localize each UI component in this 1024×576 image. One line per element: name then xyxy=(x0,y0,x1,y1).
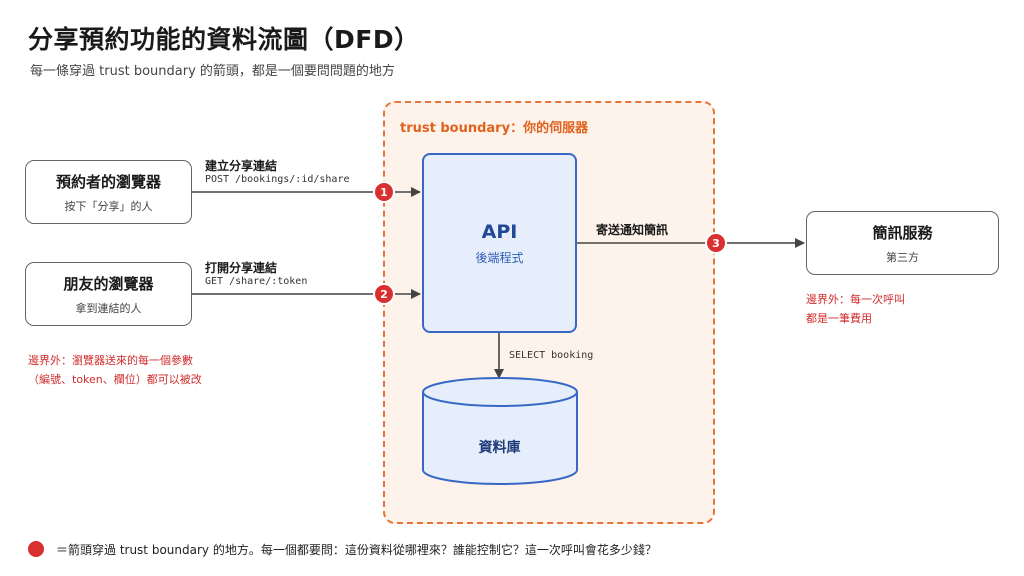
flow-open-link-endpoint: GET /share/:token xyxy=(205,276,308,287)
database-label: 資料庫 xyxy=(478,440,521,456)
sms-service-subtitle: 第三方 xyxy=(886,250,919,264)
diagram-title: 分享預約功能的資料流圖（DFD） xyxy=(28,25,420,54)
api-subtitle: 後端程式 xyxy=(475,250,524,265)
browser-risk-note-line-1: 邊界外：瀏覽器送來的每一個參數 xyxy=(28,354,193,367)
sms-cost-note-line-1: 邊界外：每一次呼叫 xyxy=(806,293,905,306)
boundary-crossing-badge-3: 3 xyxy=(705,232,727,254)
boundary-crossing-badge-2: 2 xyxy=(373,283,395,305)
database-cylinder xyxy=(422,377,578,485)
boundary-crossing-badge-1: 1 xyxy=(373,181,395,203)
flow-db-query-label: SELECT booking xyxy=(509,350,594,361)
friend-browser-title: 朋友的瀏覽器 xyxy=(63,274,154,293)
sms-cost-note-line-2: 都是一筆費用 xyxy=(806,312,872,325)
flow-create-link-endpoint: POST /bookings/:id/share xyxy=(205,174,350,185)
sms-service-node: 簡訊服務 第三方 xyxy=(806,211,999,275)
diagram-subtitle: 每一條穿過 trust boundary 的箭頭，都是一個要問問題的地方 xyxy=(30,64,395,79)
legend-text: ＝箭頭穿過 trust boundary 的地方。每一個都要問：這份資料從哪裡來… xyxy=(56,543,657,557)
sms-service-title: 簡訊服務 xyxy=(872,223,933,242)
api-title: API xyxy=(481,220,518,243)
booker-browser-subtitle: 按下「分享」的人 xyxy=(64,199,153,213)
sms-cost-note: 邊界外：每一次呼叫 都是一筆費用 xyxy=(806,290,905,328)
booker-browser-title: 預約者的瀏覽器 xyxy=(55,172,161,191)
browser-risk-note: 邊界外：瀏覽器送來的每一個參數 （編號、token、欄位）都可以被改 xyxy=(28,351,202,389)
flow-send-sms-label: 寄送通知簡訊 xyxy=(596,223,669,237)
api-node: API 後端程式 xyxy=(422,153,577,333)
trust-boundary-label: trust boundary：你的伺服器 xyxy=(400,121,589,136)
booker-browser-node: 預約者的瀏覽器 按下「分享」的人 xyxy=(25,160,192,224)
flow-open-link-label: 打開分享連結 xyxy=(205,261,278,275)
flow-create-link-label: 建立分享連結 xyxy=(205,159,278,173)
friend-browser-subtitle: 拿到連結的人 xyxy=(75,301,142,315)
browser-risk-note-line-2: （編號、token、欄位）都可以被改 xyxy=(28,373,202,386)
legend-red-dot-icon xyxy=(28,541,44,557)
friend-browser-node: 朋友的瀏覽器 拿到連結的人 xyxy=(25,262,192,326)
